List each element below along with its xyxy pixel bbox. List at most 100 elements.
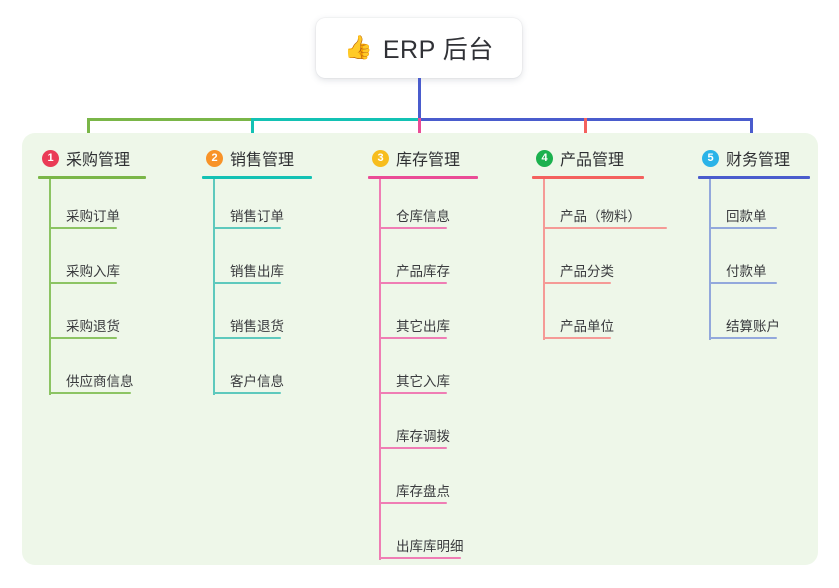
branch-item-label: 销售退货 [230,319,284,334]
branch-item-label: 产品库存 [396,264,450,279]
branch-item-label: 销售出库 [230,264,284,279]
branch-item-underline [379,337,447,339]
branch-item[interactable]: 采购入库 [38,234,146,289]
branch-item-label: 付款单 [726,264,767,279]
branch-item[interactable]: 库存盘点 [368,454,478,509]
branch-column-2: 2 销售管理销售订单销售出库销售退货客户信息 [202,146,312,399]
branch-item-underline [379,502,447,504]
branch-item-underline [49,337,117,339]
branch-item[interactable]: 结算账户 [698,289,810,344]
branch-item-underline [379,227,447,229]
branch-item[interactable]: 销售订单 [202,179,312,234]
branch-number-badge: 4 [536,149,553,167]
branch-item[interactable]: 产品库存 [368,234,478,289]
branch-item[interactable]: 库存调拨 [368,399,478,454]
branch-number-badge: 5 [702,149,719,167]
branch-item-underline [709,227,777,229]
branch-spine [49,179,51,395]
branch-item-underline [213,392,281,394]
thumbs-up-icon: 👍 [344,34,373,61]
branch-title: 销售管理 [230,152,295,169]
branch-item[interactable]: 销售退货 [202,289,312,344]
branch-item[interactable]: 其它出库 [368,289,478,344]
branch-item-label: 产品（物料） [560,209,641,224]
branch-item-underline [709,282,777,284]
branch-header-2[interactable]: 2 销售管理 [202,146,312,170]
branch-item-underline [379,557,461,559]
branch-item-label: 产品单位 [560,319,614,334]
branch-item[interactable]: 采购订单 [38,179,146,234]
branch-item-label: 供应商信息 [66,374,134,389]
branch-underline [698,176,810,179]
branch-item[interactable]: 产品分类 [532,234,644,289]
branch-item-list: 采购订单采购入库采购退货供应商信息 [38,179,146,399]
content-panel [22,133,818,565]
branch-item-underline [379,447,447,449]
branch-item[interactable]: 销售出库 [202,234,312,289]
branch-title: 采购管理 [66,152,131,169]
branch-item-label: 仓库信息 [396,209,450,224]
branch-item[interactable]: 采购退货 [38,289,146,344]
root-node[interactable]: 👍 ERP 后台 [316,18,522,78]
branch-underline [38,176,146,179]
branch-item-underline [49,227,117,229]
branch-item[interactable]: 其它入库 [368,344,478,399]
branch-item-list: 产品（物料） 产品分类产品单位 [532,179,667,344]
branch-item[interactable]: 付款单 [698,234,810,289]
branch-item-list: 销售订单销售出库销售退货客户信息 [202,179,312,399]
branch-item-label: 销售订单 [230,209,284,224]
branch-item-underline [379,392,447,394]
branch-item-underline [709,337,777,339]
branch-item-label: 采购入库 [66,264,120,279]
branch-item[interactable]: 供应商信息 [38,344,146,399]
branch-item-label: 采购订单 [66,209,120,224]
branch-item-list: 仓库信息产品库存其它出库其它入库库存调拨库存盘点出库库明细 [368,179,478,564]
branch-item[interactable]: 客户信息 [202,344,312,399]
branch-item-underline [379,282,447,284]
branch-item-label: 采购退货 [66,319,120,334]
branch-item-label: 其它出库 [396,319,450,334]
root-title: ERP 后台 [382,36,494,64]
branch-item[interactable]: 出库库明细 [368,509,478,564]
branch-title: 财务管理 [726,152,791,169]
branch-item-label: 库存调拨 [396,429,450,444]
branch-item-label: 其它入库 [396,374,450,389]
branch-number-badge: 2 [206,149,223,167]
branch-number-badge: 1 [42,149,59,167]
branch-item-underline [49,282,117,284]
branch-item-underline [543,227,667,229]
branch-spine [213,179,215,395]
branch-item-label: 回款单 [726,209,767,224]
branch-item-label: 出库库明细 [396,539,464,554]
branch-item[interactable]: 回款单 [698,179,810,234]
branch-number-badge: 3 [372,149,389,167]
branch-underline [532,176,644,179]
branch-item-underline [543,282,611,284]
branch-header-1[interactable]: 1 采购管理 [38,146,146,170]
branch-title: 库存管理 [396,152,461,169]
branch-item[interactable]: 产品（物料） [532,179,667,234]
branch-item-underline [213,282,281,284]
branch-spine [379,179,381,560]
branch-header-5[interactable]: 5 财务管理 [698,146,810,170]
branch-item[interactable]: 产品单位 [532,289,644,344]
branch-item-underline [213,337,281,339]
branch-underline [368,176,478,179]
branch-column-5: 5 财务管理回款单付款单结算账户 [698,146,810,344]
branch-item-label: 结算账户 [726,319,780,334]
branch-item-underline [49,392,131,394]
branch-item[interactable]: 仓库信息 [368,179,478,234]
branch-item-label: 库存盘点 [396,484,450,499]
branch-item-label: 客户信息 [230,374,284,389]
branch-item-underline [213,227,281,229]
branch-column-3: 3 库存管理仓库信息产品库存其它出库其它入库库存调拨库存盘点出库库明细 [368,146,478,564]
branch-underline [202,176,312,179]
branch-spine [543,179,545,340]
branch-item-underline [543,337,611,339]
branch-spine [709,179,711,340]
branch-item-list: 回款单付款单结算账户 [698,179,810,344]
branch-header-3[interactable]: 3 库存管理 [368,146,478,170]
